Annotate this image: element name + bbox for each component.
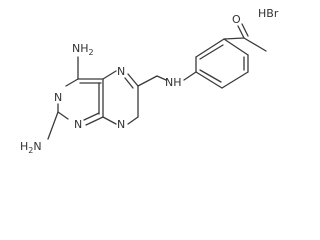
bonds	[47, 23, 267, 140]
amino-label-bottom-sub: 2	[28, 146, 33, 155]
bond-ring-6	[195, 71, 223, 89]
bond-c4-n3	[65, 78, 79, 87]
bond-ring-carbonyl	[223, 37, 245, 40]
bond-carbonyl-methyl	[243, 37, 267, 52]
bond-ring-3	[223, 38, 249, 56]
n8-label: N	[117, 118, 125, 131]
amino-label-bottom-h: H	[20, 140, 28, 153]
salt-label: HBr	[258, 7, 279, 20]
bond-n1-c8a-double	[83, 112, 100, 121]
bond-carbonyl-o-double	[241, 23, 249, 37]
bond-c7-n8	[127, 116, 139, 125]
bond-n5-c6	[127, 73, 139, 87]
amino-label-top-sub: 2	[89, 48, 94, 57]
nh-linker-label: NH	[165, 76, 182, 89]
bond-c2-n1	[57, 111, 69, 120]
bond-n1-c8a	[85, 116, 104, 126]
bond-n5-c6-double	[124, 77, 134, 89]
bond-c4a-n5	[102, 70, 117, 80]
amino-label-top: NH2	[72, 42, 94, 57]
bond-ring-6-double	[199, 69, 222, 83]
carbonyl-oxygen-label: O	[232, 13, 241, 26]
bond-carbonyl-o	[237, 25, 245, 39]
amino-label-top-main: NH	[72, 42, 89, 55]
bond-nh-ring	[183, 71, 197, 81]
amino-label-bottom: H2N	[20, 140, 42, 155]
bond-ring-2-double	[199, 44, 224, 60]
atom-labels: HBr NH2 N N N N H2N NH O	[20, 7, 279, 155]
bond-c6-ch2	[137, 75, 158, 87]
bond-n8-c8a	[102, 116, 117, 125]
amino-label-bottom-n: N	[33, 140, 41, 153]
bond-ring-2	[195, 38, 225, 58]
bond-ch2-nh	[156, 75, 167, 81]
bond-c2-nh2	[47, 111, 59, 140]
n3-label: N	[54, 91, 62, 104]
n1-label: N	[74, 118, 82, 131]
structure-diagram: HBr NH2 N N N N H2N NH O	[20, 7, 279, 155]
n5-label: N	[117, 65, 125, 78]
bond-ring-5	[221, 71, 249, 89]
